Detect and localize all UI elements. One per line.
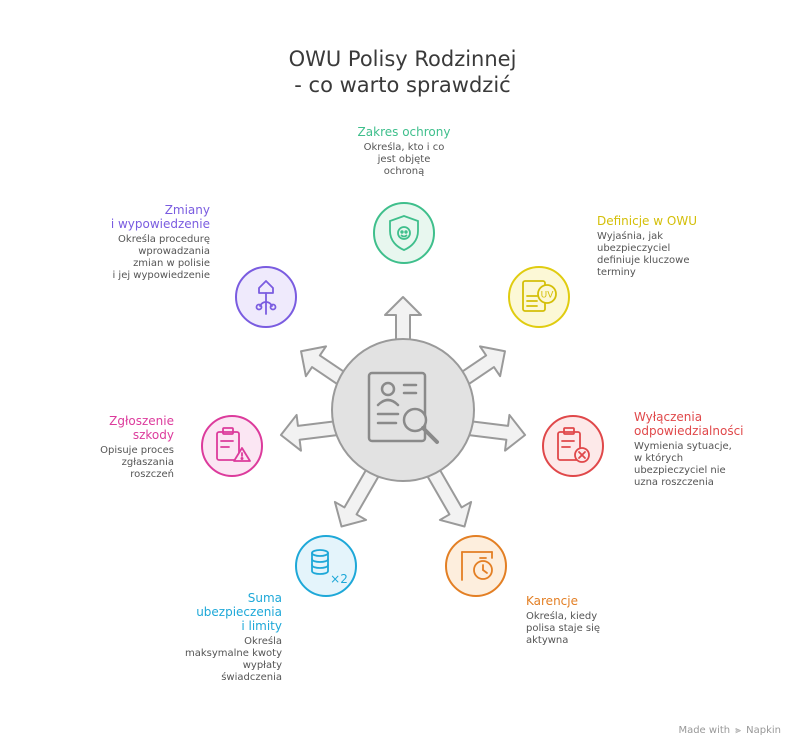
zmiany-desc: Określa procedurę wprowadzania zmian w p… — [112, 234, 210, 281]
suma-title: Suma ubezpieczenia i limity — [196, 591, 282, 633]
zgloszenie-desc: Opisuje proces zgłaszania roszczeń — [100, 445, 174, 480]
made-with-footer[interactable]: Made with ⫸ Napkin — [678, 725, 781, 736]
karencje-desc: Określa, kiedy polisa staje się aktywna — [526, 611, 601, 646]
svg-text:×2: ×2 — [330, 572, 348, 586]
node-definicje-owu: UV — [508, 266, 570, 328]
stopwatch-icon — [461, 551, 493, 581]
napkin-logo-icon: ⫸ — [735, 725, 741, 736]
made-with-label: Made with — [678, 725, 731, 736]
zgloszenie-title: Zgłoszenie szkody — [109, 414, 174, 442]
zakres-desc: Określa, kto i co jest objęte ochroną — [363, 142, 445, 177]
document-uv-icon: UV — [522, 280, 557, 312]
block-zgloszenie: Zgłoszenie szkody Opisuje proces zgłasza… — [40, 414, 174, 481]
clipboard-cancel-icon — [557, 427, 590, 463]
node-wylaczenia — [542, 415, 604, 477]
house-branch-icon — [255, 280, 277, 315]
profile-search-icon — [367, 371, 439, 444]
page-title: OWU Polisy Rodzinnej - co warto sprawdzi… — [0, 46, 805, 98]
block-wylaczenia: Wyłączenia odpowiedzialności Wymienia sy… — [634, 410, 784, 489]
block-zakres-ochrony: Zakres ochrony Określa, kto i co jest ob… — [334, 125, 474, 178]
definicje-title: Definicje w OWU — [597, 214, 697, 228]
node-zakres-ochrony — [373, 202, 435, 264]
block-suma: Suma ubezpieczenia i limity Określa maks… — [150, 591, 282, 684]
node-zmiany — [235, 266, 297, 328]
clipboard-alert-icon — [216, 427, 251, 462]
block-karencje: Karencje Określa, kiedy polisa staje się… — [526, 594, 656, 647]
coins-x2-icon: ×2 — [311, 549, 348, 586]
wylaczenia-title: Wyłączenia odpowiedzialności — [634, 410, 744, 438]
shield-icon — [389, 215, 419, 251]
karencje-title: Karencje — [526, 594, 578, 608]
title-line-2: - co warto sprawdzić — [294, 73, 511, 97]
node-zgloszenie — [201, 415, 263, 477]
center-hub — [331, 338, 475, 482]
napkin-brand: Napkin — [746, 725, 781, 736]
svg-text:UV: UV — [541, 291, 555, 301]
title-line-1: OWU Polisy Rodzinnej — [288, 47, 517, 71]
node-suma: ×2 — [295, 535, 357, 597]
block-zmiany: Zmiany i wypowiedzenie Określa procedurę… — [50, 203, 210, 282]
suma-desc: Określa maksymalne kwoty wypłaty świadcz… — [184, 636, 282, 683]
zakres-title: Zakres ochrony — [357, 125, 451, 139]
wylaczenia-desc: Wymienia sytuacje, w których ubezpieczyc… — [634, 441, 732, 488]
zmiany-title: Zmiany i wypowiedzenie — [110, 203, 210, 231]
block-definicje-owu: Definicje w OWU Wyjaśnia, jak ubezpieczy… — [597, 214, 747, 279]
definicje-desc: Wyjaśnia, jak ubezpieczyciel definiuje k… — [597, 231, 690, 278]
node-karencje — [445, 535, 507, 597]
